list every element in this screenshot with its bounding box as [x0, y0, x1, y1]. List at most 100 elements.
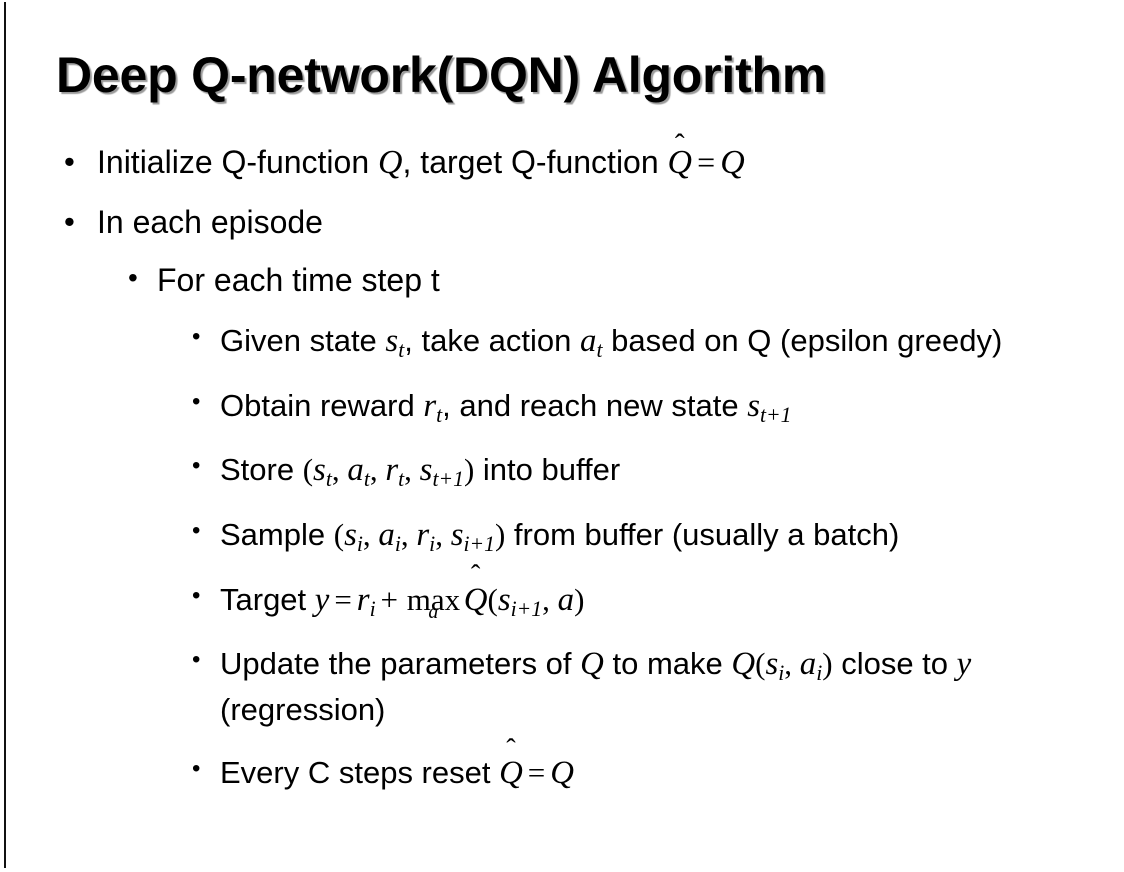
math-s2-base: s [419, 452, 433, 489]
math-equals: = [334, 581, 352, 617]
math-s-next: st+1 [747, 388, 791, 426]
text-run: , and reach new state [442, 387, 748, 423]
bullet-dot-icon: • [192, 516, 201, 544]
bullet-update-parameters: • Update the parameters of Q to make Q(s… [0, 641, 1124, 732]
bullet-target-equation-text: Target y=ri+maxâQ(si+1, a) [220, 577, 1124, 624]
math-r-sub: i [369, 596, 376, 621]
math-a-base: a [580, 322, 597, 359]
bullet-dot-icon: • [128, 261, 138, 293]
math-s-sub: i [778, 661, 785, 686]
math-comma: , [404, 452, 420, 488]
math-q: Q [378, 144, 403, 181]
math-paren-close: ) [463, 452, 475, 488]
bullet-dot-icon: • [192, 754, 201, 782]
math-paren-close: ) [822, 646, 833, 682]
math-a1: at [347, 452, 370, 492]
bullet-obtain-reward: • Obtain reward rt, and reach new state … [0, 383, 1124, 430]
bullet-store-transition: • Store (st, at, rt, st+1) into buffer [0, 447, 1124, 494]
math-comma: , [331, 452, 348, 488]
math-r1: rt [385, 452, 404, 490]
math-s2: st+1 [419, 452, 464, 492]
bullet-given-state: • Given state st, take action at based o… [0, 318, 1124, 365]
math-r1-sub: i [429, 531, 436, 556]
math-s1: st [313, 452, 332, 492]
math-q-hat-base: Q [499, 754, 523, 791]
math-a-base: a [799, 646, 817, 683]
math-a1-base: a [347, 452, 364, 489]
text-run: Target [220, 581, 315, 617]
math-r-base: r [356, 581, 370, 618]
text-run: Update the parameters of [220, 646, 581, 682]
math-equals: = [527, 754, 546, 790]
math-s1-sub: t [325, 467, 332, 492]
text-run: based on Q (epsilon greedy) [602, 322, 1003, 358]
math-s2-sub: t+1 [432, 467, 464, 492]
math-max-subscript: a [428, 600, 439, 623]
math-s1-sub: i [356, 531, 363, 556]
slide-left-edge-rule [4, 2, 6, 868]
math-s2: si+1 [450, 516, 495, 555]
math-a-sub: t [596, 337, 603, 362]
slide-body: • Initialize Q-function Q, target Q-func… [0, 146, 1124, 815]
math-q: Q [550, 754, 574, 791]
math-max-label: max [406, 581, 461, 617]
math-q2: Q [731, 646, 756, 683]
math-s1: si [344, 517, 363, 556]
math-comma: , [435, 516, 451, 552]
math-s-base: s [385, 322, 399, 359]
math-y: y [956, 646, 972, 683]
math-a1: ai [378, 517, 401, 556]
math-a1-sub: i [394, 531, 401, 556]
bullet-update-parameters-text: Update the parameters of Q to make Q(si,… [220, 641, 1124, 732]
bullet-dot-icon: • [64, 203, 75, 239]
math-s-base: s [497, 581, 511, 618]
math-q-hat: ̂Q [668, 146, 693, 180]
math-comma: , [400, 516, 417, 552]
bullet-given-state-text: Given state st, take action at based on … [220, 318, 1124, 365]
math-paren-open: ( [755, 646, 766, 682]
math-r1-base: r [385, 452, 399, 489]
bullet-in-each-episode: • In each episode [0, 206, 1124, 238]
text-run: Given state [220, 322, 386, 358]
bullet-in-each-episode-text: In each episode [97, 203, 323, 240]
bullet-dot-icon: • [192, 322, 201, 350]
math-s2-base: s [450, 516, 464, 553]
math-q-hat-base: Q [667, 144, 693, 181]
text-run: into buffer [474, 452, 621, 488]
text-run: to make [603, 646, 732, 682]
page-title: Deep Q-network(DQN) Algorithm [56, 47, 827, 103]
bullet-initialize: • Initialize Q-function Q, target Q-func… [0, 146, 1124, 180]
math-paren-open: ( [302, 452, 314, 488]
math-a1-sub: t [363, 467, 370, 492]
math-a: at [580, 322, 603, 362]
bullet-dot-icon: • [192, 452, 201, 480]
math-q-hat: ̂Q [464, 577, 488, 624]
math-r-base: r [423, 387, 437, 424]
math-comma: , [369, 452, 386, 488]
bullet-for-each-time-step-text: For each time step t [157, 261, 440, 298]
bullet-dot-icon: • [192, 646, 201, 674]
math-q: Q [580, 646, 604, 683]
text-run: close to [832, 646, 957, 682]
math-s-sub: i+1 [510, 596, 543, 621]
bullet-sample-batch: • Sample (si, ai, ri, si+1) from buffer … [0, 512, 1124, 559]
bullet-dot-icon: • [192, 387, 201, 415]
bullet-sample-batch-text: Sample (si, ai, ri, si+1) from buffer (u… [220, 512, 1124, 559]
bullet-target-equation: • Target y=ri+maxâQ(si+1, a) [0, 577, 1124, 624]
math-equals: = [697, 144, 716, 180]
math-comma: , [362, 516, 379, 552]
text-run: Every C steps reset [220, 754, 500, 790]
math-comma: , [784, 646, 800, 682]
math-r: ri [356, 581, 376, 621]
text-run: , target Q-function [402, 144, 668, 180]
bullet-reset-target-network-text: Every C steps reset ̂Q=Q [220, 750, 1124, 797]
math-a-sub: i [816, 661, 823, 686]
text-run: Sample [220, 516, 334, 552]
math-s-base: s [765, 646, 779, 683]
math-s: si [765, 646, 785, 686]
math-r: rt [423, 387, 442, 426]
bullet-dot-icon: • [192, 581, 201, 609]
bullet-dot-icon: • [64, 144, 75, 179]
math-comma: , [542, 581, 558, 617]
